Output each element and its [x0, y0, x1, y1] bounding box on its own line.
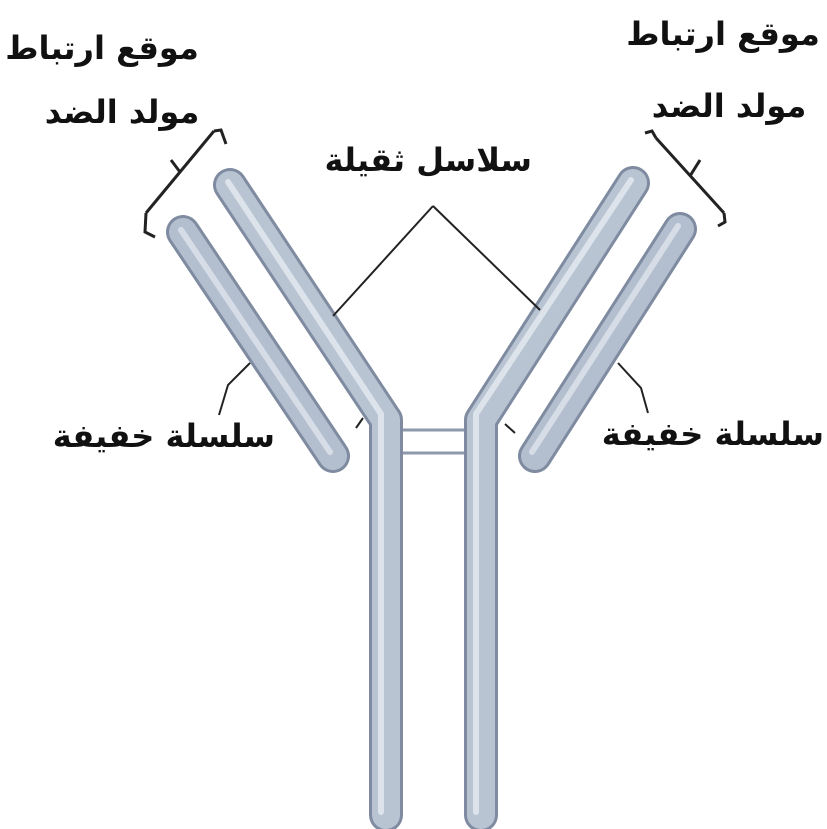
- heavy-chain-left: [228, 182, 386, 815]
- heavy-chain-leader-lines: [333, 206, 540, 316]
- light-chain-right-label: سلسلة خفيفة: [606, 418, 824, 450]
- disulfide-bridges: [395, 430, 470, 453]
- heavy-chains-label: سلاسل ثقيلة: [336, 144, 532, 176]
- binding-site-right-label-line1: موقع ارتباط: [625, 18, 821, 50]
- binding-site-left-label-line1: موقع ارتباط: [4, 32, 200, 64]
- heavy-chain-right: [476, 180, 633, 815]
- binding-site-bracket-right: [645, 131, 725, 226]
- light-chain-left-label: سلسلة خفيفة: [55, 420, 275, 452]
- binding-site-right-label-line2: مولد الضد: [644, 90, 814, 122]
- binding-site-left-label-line2: مولد الضد: [44, 96, 200, 128]
